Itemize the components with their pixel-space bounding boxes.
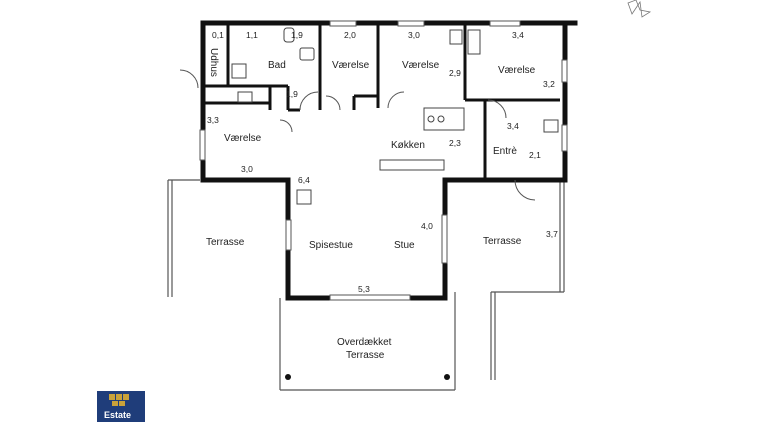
pergola-post [285,374,291,380]
washer-icon [231,63,247,79]
room-label-koekken: Køkken [391,140,425,151]
dimension-label: 3,0 [241,164,253,174]
stove-icon [427,115,435,123]
interior-walls [203,23,560,180]
dimension-label: 2,1 [529,150,541,160]
pergola-post [444,374,450,380]
dimension-label: 6,4 [298,175,310,185]
dimension-label: 2,0 [344,30,356,40]
room-label-udhus: Udhus [208,48,219,77]
toilet-icon [283,27,295,43]
shelf [467,29,481,55]
room-label-vaerelse-3: Værelse [498,65,536,76]
kitchen-counter [379,159,445,171]
dimension-label: 3,0 [408,30,420,40]
windows [199,20,568,301]
room-label-vaerelse-4: Værelse [224,133,262,144]
shelf [449,29,463,45]
dimension-label: 1,1 [246,30,258,40]
dimension-label: 1,9 [286,89,298,99]
room-label-overdaekket-terrasse: Terrasse [346,350,385,361]
dimension-label: 2,9 [449,68,461,78]
appliance-icon [543,119,559,133]
doors [179,69,536,201]
room-label-stue: Stue [394,240,415,251]
dimension-label: 3,3 [207,115,219,125]
kitchen-counter-top [423,107,465,131]
stove-icon [296,189,312,205]
dimension-label: 4,0 [421,221,433,231]
room-label-overdaekket: Overdækket [337,337,392,348]
compass-icon [627,0,652,18]
room-label-spisestue: Spisestue [309,240,353,251]
dimension-label: 2,3 [449,138,461,148]
room-labels: Udhus Bad Værelse Værelse Værelse Værels… [206,48,536,361]
room-label-vaerelse-1: Værelse [332,60,370,71]
room-label-terrasse-east: Terrasse [483,236,522,247]
stove-icon [437,115,445,123]
dimension-label: 5,3 [358,284,370,294]
room-label-bad: Bad [268,60,286,71]
estate-logo: Estate [97,391,145,422]
terrace-outlines [167,179,565,391]
dimension-label: 3,2 [543,79,555,89]
room-label-terrasse-west: Terrasse [206,237,245,248]
fixtures [231,27,559,205]
dimension-labels: 0,1 1,1 1,9 2,0 3,0 3,4 2,9 3,2 1,9 3,3 … [207,30,558,294]
dimension-label: 1,9 [291,30,303,40]
dimension-label: 3,4 [507,121,519,131]
room-label-vaerelse-2: Værelse [402,60,440,71]
dimension-label: 3,7 [546,229,558,239]
dimension-label: 0,1 [212,30,224,40]
shelf [237,91,253,103]
room-label-entre: Entrè [493,146,517,157]
logo-text: Estate [104,410,131,420]
sink-icon [299,47,315,61]
dimension-label: 3,4 [512,30,524,40]
